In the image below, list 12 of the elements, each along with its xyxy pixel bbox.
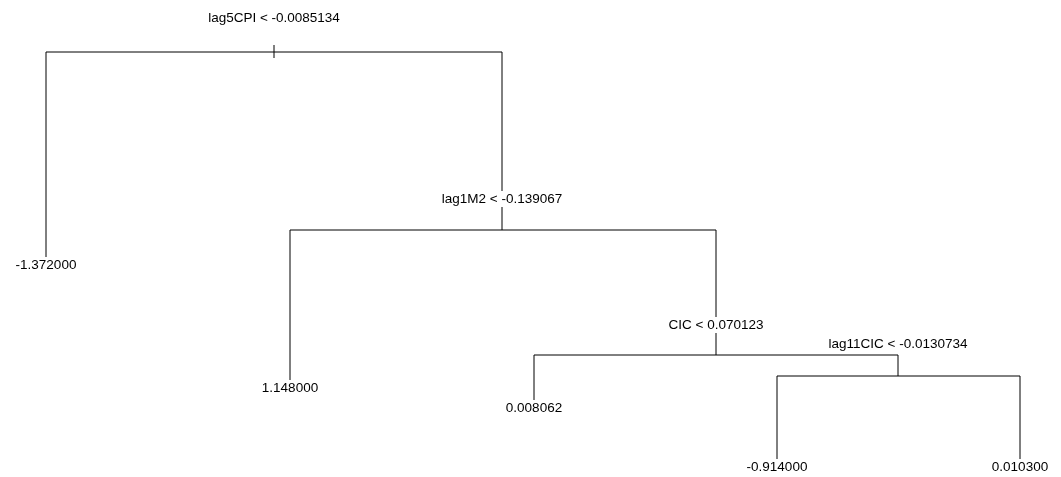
split-condition: lag1M2 < -0.139067 (440, 191, 564, 230)
tree-branch (715, 354, 899, 377)
tree-branch (501, 229, 717, 356)
tree-branch (533, 354, 717, 401)
tree-branch (776, 375, 899, 460)
split-condition: lag5CPI < -0.0085134 (207, 10, 341, 52)
split-condition: CIC < 0.070123 (667, 317, 765, 355)
tree-branch (45, 51, 275, 258)
tree-branch (897, 375, 1021, 460)
tree-branch (289, 229, 503, 381)
tree-branch (273, 51, 503, 231)
split-condition: lag11CIC < -0.0130734 (827, 336, 969, 376)
